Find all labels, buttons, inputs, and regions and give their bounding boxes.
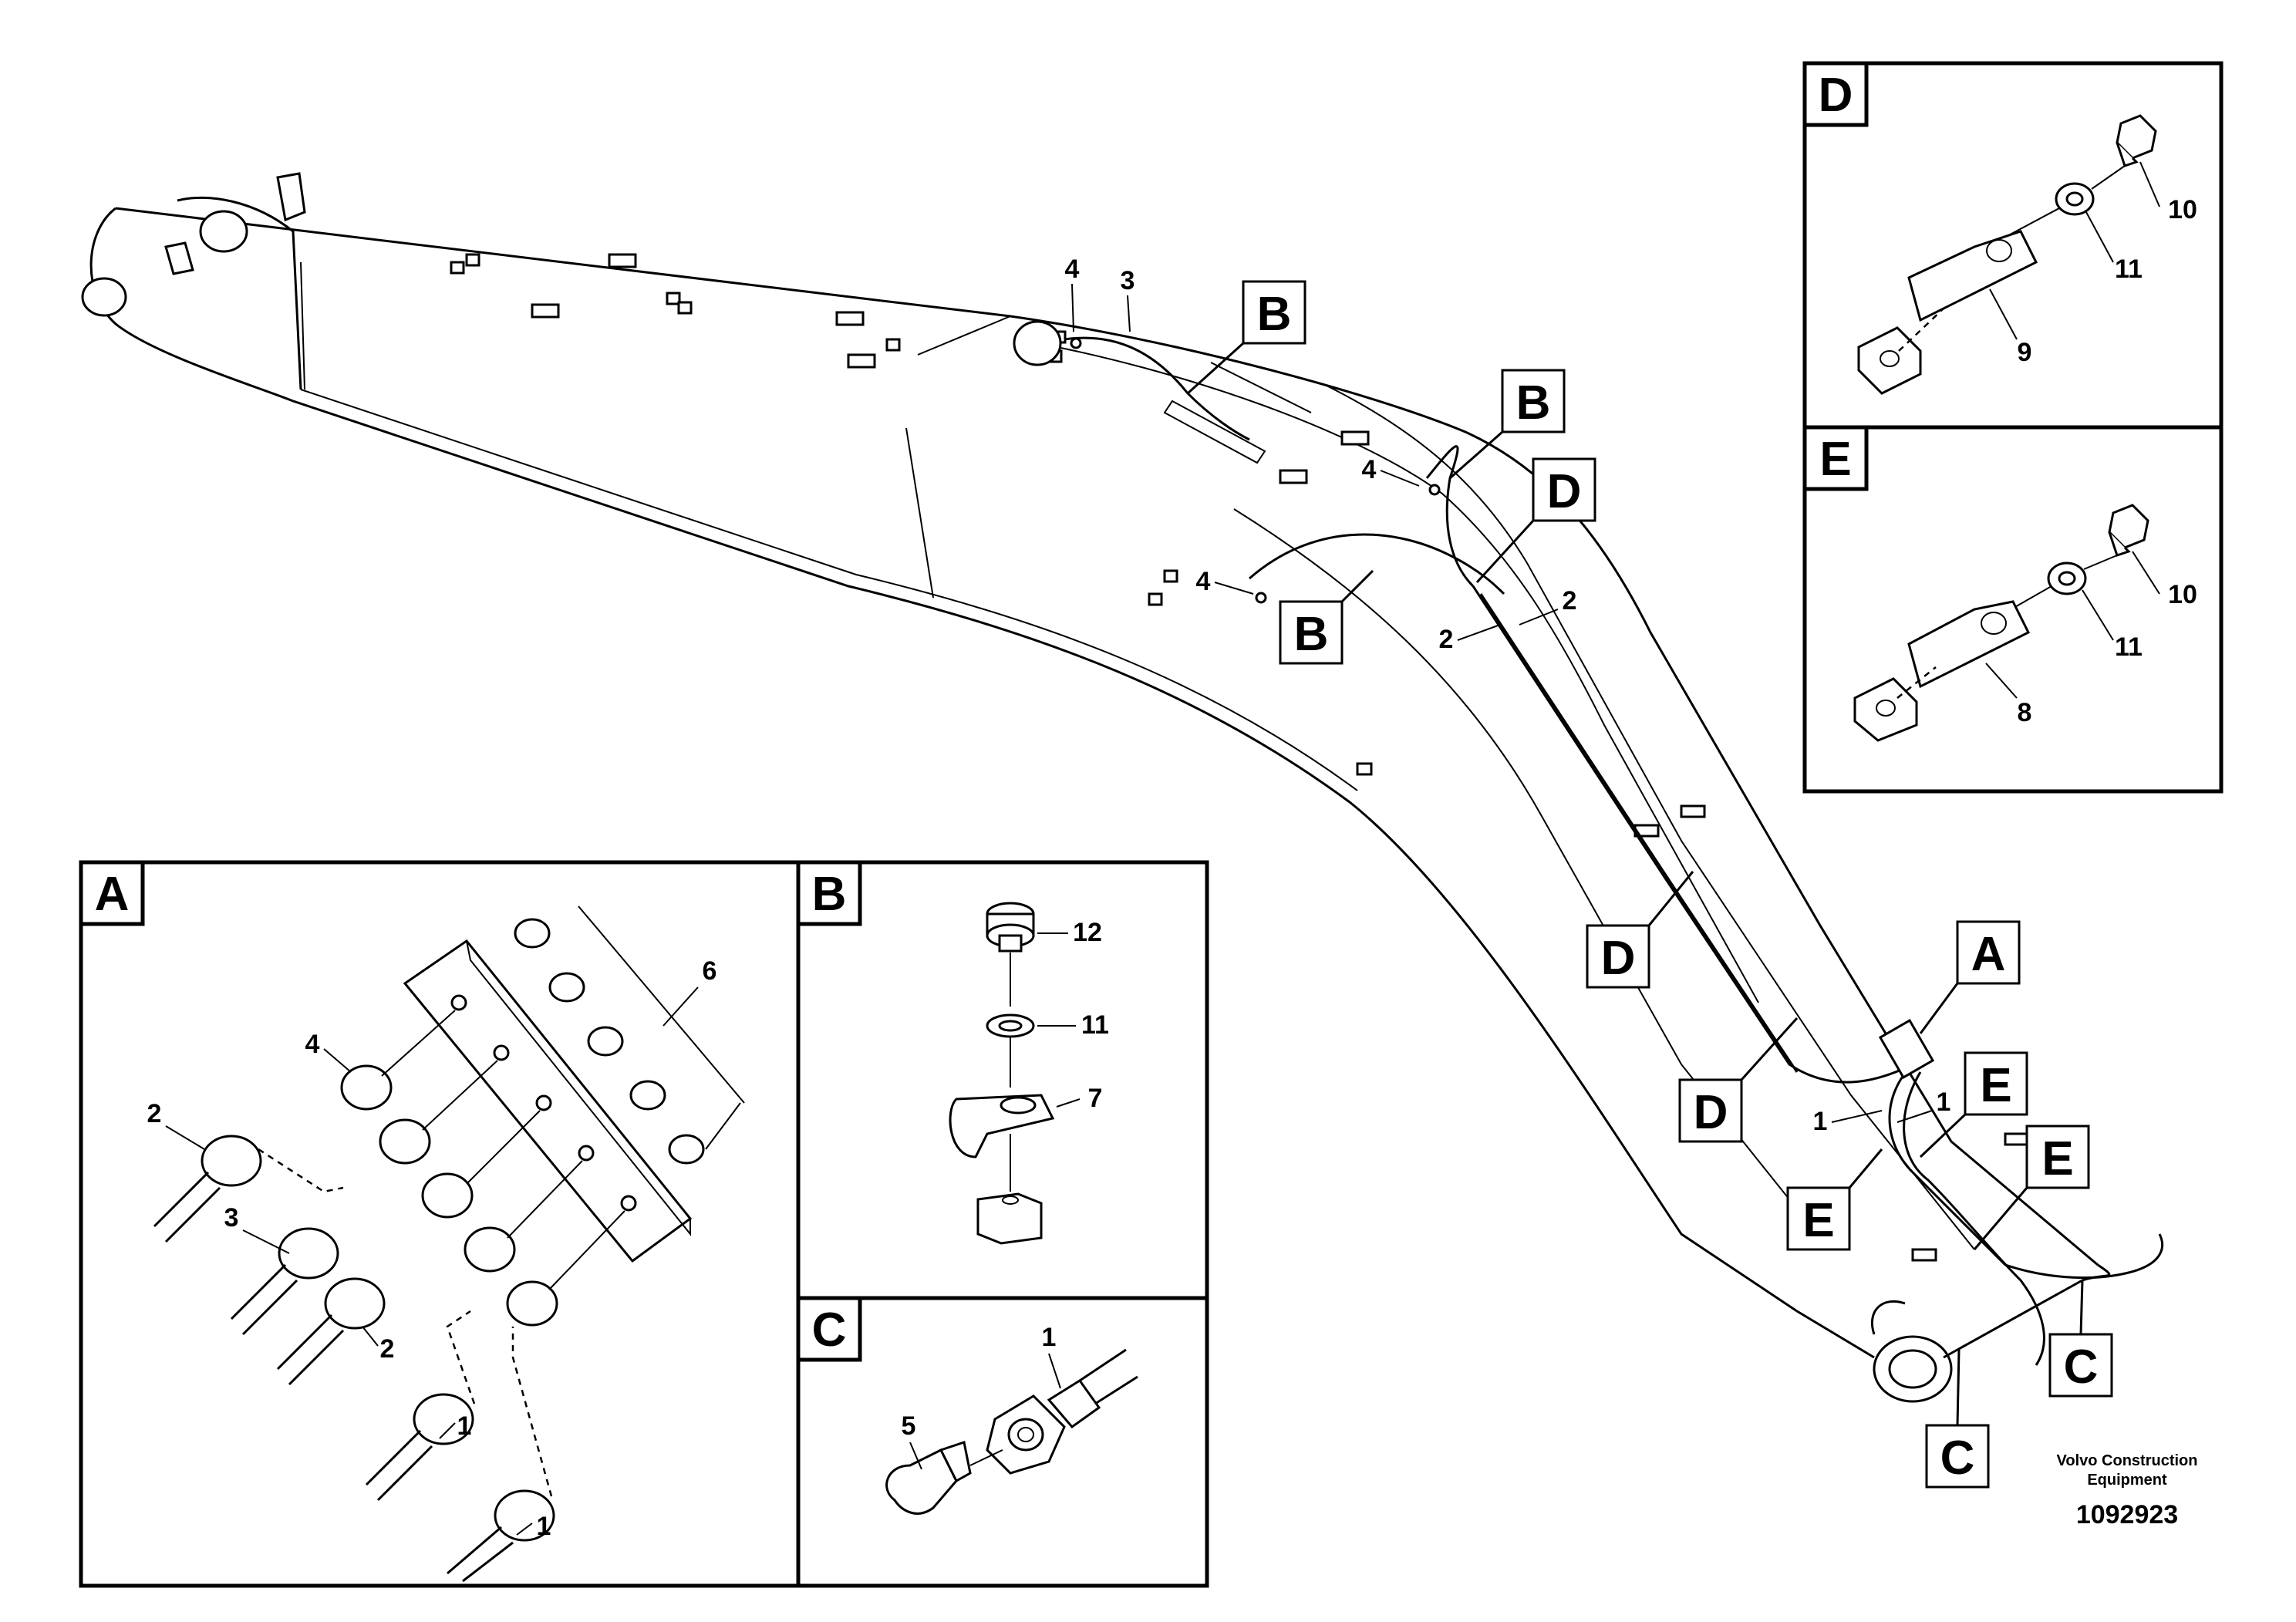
part-label: C — [812, 1303, 847, 1357]
callout-d2: D — [1586, 871, 1694, 989]
callout-d3: D — [1678, 1017, 1799, 1143]
part-label: 4 — [1196, 567, 1211, 596]
part-label: D — [1547, 465, 1582, 518]
part-label: 4 — [1065, 255, 1080, 284]
part-label: C — [1940, 1431, 1975, 1485]
part-label: 10 — [2168, 195, 2197, 224]
front-fittings — [340, 1010, 625, 1327]
detail-panel-a: A — [79, 860, 801, 1588]
part-label: 12 — [1073, 918, 1102, 947]
part-label: B — [1516, 376, 1551, 430]
part-label: A — [95, 868, 130, 921]
part-label: 1 — [1937, 1088, 1951, 1117]
mounting-blocks — [450, 253, 1370, 606]
part-label: 5 — [902, 1411, 916, 1441]
part-label: D — [1694, 1086, 1728, 1139]
part-label: 4 — [1362, 455, 1377, 484]
detail-panel-c: C 1 5 — [796, 1296, 1209, 1588]
part-label: 4 — [305, 1030, 320, 1059]
detail-panel-e: E 10 11 8 — [1802, 425, 2224, 794]
part-label: A — [1971, 928, 2006, 981]
callout-b3: B — [1279, 569, 1374, 665]
part-label: 2 — [1439, 625, 1454, 654]
main-callouts: B B B D D D A — [1186, 280, 2113, 1489]
part-label: D — [1819, 69, 1853, 122]
part-label: 11 — [2115, 255, 2143, 284]
part-label: 10 — [2168, 580, 2197, 609]
detail-panel-d: D 10 11 9 — [1802, 61, 2224, 430]
detail-panel-b: B 12 11 7 — [796, 860, 1209, 1300]
boom-illustration — [81, 172, 2164, 1403]
part-label: E — [1802, 1194, 1834, 1247]
part-label: 11 — [1081, 1010, 1109, 1040]
document-number: 1092923 — [2076, 1500, 2178, 1529]
callout-e3: E — [1973, 1125, 2090, 1250]
part-label: D — [1601, 932, 1636, 985]
part-label: 2 — [147, 1099, 162, 1128]
part-label: 1 — [1042, 1323, 1057, 1352]
callout-b1: B — [1186, 280, 1306, 395]
callout-d1: D — [1475, 457, 1596, 584]
part-label: E — [1980, 1059, 2011, 1112]
part-label: 3 — [1121, 266, 1135, 295]
part-label: 1 — [537, 1512, 551, 1541]
hose-ends — [153, 1135, 555, 1583]
credit-line-2: Equipment — [2087, 1472, 2167, 1489]
part-label: 1 — [1813, 1107, 1828, 1136]
part-label: 6 — [703, 956, 717, 986]
callout-e1: E — [1919, 1051, 2028, 1158]
part-label: C — [2064, 1340, 2099, 1394]
credit-line-1: Volvo Construction — [2057, 1452, 2198, 1469]
part-label: 9 — [2018, 338, 2032, 367]
part-label: 7 — [1088, 1084, 1103, 1113]
part-label: 2 — [1563, 586, 1577, 615]
part-label: 11 — [2115, 632, 2143, 662]
part-label: B — [1294, 608, 1329, 661]
callout-e2: E — [1786, 1148, 1883, 1251]
main-part-numbers: 4 3 4 4 2 2 1 1 — [1065, 255, 1951, 1136]
part-label: 2 — [380, 1334, 395, 1364]
part-label: B — [812, 868, 847, 921]
part-label: 8 — [2018, 698, 2032, 727]
part-label: 3 — [224, 1203, 239, 1233]
callout-c2: C — [1925, 1349, 1990, 1489]
part-label: B — [1257, 288, 1292, 341]
footer: Volvo Construction Equipment 1092923 — [2057, 1452, 2198, 1529]
plate-fittings — [514, 905, 745, 1165]
callout-b2: B — [1449, 369, 1566, 480]
part-label: 1 — [457, 1411, 472, 1441]
part-label: E — [1819, 433, 1851, 486]
callout-a1: A — [1919, 920, 2021, 1034]
part-label: E — [2041, 1132, 2073, 1185]
callout-c1: C — [2048, 1280, 2113, 1398]
